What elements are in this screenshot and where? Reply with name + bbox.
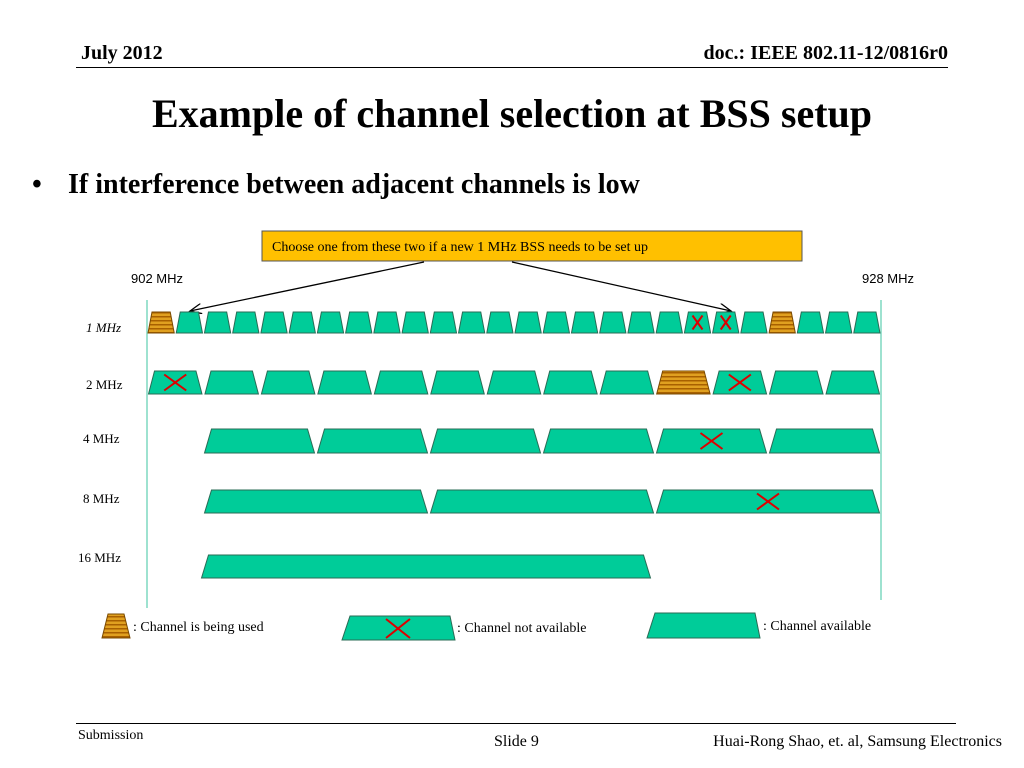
- channel-available: [740, 311, 768, 334]
- footer-submission: Submission: [78, 728, 144, 743]
- channel-available: [429, 311, 458, 334]
- channel-available: [203, 428, 316, 454]
- channel-available: [570, 311, 599, 334]
- channel-available: [316, 428, 429, 454]
- legend-cross-icon-stroke: [385, 618, 411, 639]
- callout-arrow-right: [511, 261, 731, 311]
- channel-available: [204, 370, 260, 395]
- channel-available: [825, 370, 881, 395]
- channel-available: [260, 370, 316, 395]
- row-label-4mhz: 4 MHz: [83, 431, 120, 446]
- channel-used: [656, 370, 711, 395]
- freq-end-label: 928 MHz: [862, 271, 914, 286]
- legend-available-label: : Channel available: [763, 619, 871, 634]
- legend-available-swatch: [646, 612, 761, 639]
- footer-slide-number: Slide 9: [494, 733, 539, 750]
- channel-available: [430, 370, 485, 395]
- channel-available: [543, 370, 598, 395]
- callout-box: [261, 230, 803, 262]
- bullet-item: • If interference between adjacent channe…: [32, 169, 640, 201]
- channel-available: [317, 370, 372, 395]
- header-date: July 2012: [81, 42, 163, 64]
- channel-available: [288, 311, 316, 334]
- channel-available: [175, 311, 204, 334]
- channel-available: [853, 311, 881, 334]
- channel-available: [627, 311, 655, 334]
- channel-available: [345, 311, 373, 334]
- channel-available: [796, 311, 825, 334]
- legend-used-swatch: [101, 613, 131, 639]
- freq-start-label: 902 MHz: [131, 271, 183, 286]
- channel-available: [429, 489, 655, 514]
- channel-available: [514, 311, 542, 334]
- callout-arrow-left: [190, 261, 425, 311]
- header-doc-id: doc.: IEEE 802.11-12/0816r0: [703, 42, 948, 64]
- legend-unavailable-label: : Channel not available: [457, 621, 586, 636]
- cross-icon-stroke: [719, 314, 732, 331]
- channel-available: [542, 428, 655, 454]
- row-label-1mhz: 1 MHz: [86, 320, 121, 335]
- channel-available: [457, 311, 486, 334]
- channel-rows: [147, 311, 881, 579]
- channel-used: [768, 311, 796, 334]
- row-label-16mhz: 16 MHz: [78, 550, 121, 565]
- row-label-2mhz: 2 MHz: [86, 377, 123, 392]
- channel-available: [768, 370, 824, 395]
- channel-available: [824, 311, 853, 334]
- bullet-text: If interference between adjacent channel…: [68, 169, 640, 200]
- channel-available: [200, 554, 652, 579]
- header-rule: [76, 67, 948, 68]
- cross-icon-stroke: [163, 373, 187, 392]
- footer-author: Huai-Rong Shao, et. al, Samsung Electron…: [713, 733, 1002, 750]
- cross-icon-stroke: [699, 432, 724, 450]
- bullet-dot: •: [32, 169, 42, 200]
- channel-available: [203, 311, 232, 334]
- cross-icon-stroke: [728, 373, 752, 392]
- cross-icon-stroke: [756, 492, 780, 511]
- channel-available: [316, 311, 345, 334]
- channel-available: [768, 428, 881, 454]
- cross-icon-stroke: [691, 314, 704, 331]
- channel-available: [260, 311, 288, 334]
- channel-available: [203, 489, 429, 514]
- channel-available: [401, 311, 429, 334]
- channel-available: [486, 370, 542, 395]
- row-label-8mhz: 8 MHz: [83, 491, 120, 506]
- legend: : Channel is being used : Channel not av…: [101, 612, 871, 641]
- channel-available: [373, 370, 429, 395]
- channel-available: [232, 311, 260, 334]
- channel-used: [147, 311, 175, 334]
- channel-available: [599, 370, 655, 395]
- channel-available: [429, 428, 542, 454]
- channel-available: [655, 311, 683, 334]
- channel-available: [542, 311, 571, 334]
- callout-text: Choose one from these two if a new 1 MHz…: [272, 240, 648, 255]
- channel-available: [599, 311, 627, 334]
- legend-used-label: : Channel is being used: [133, 620, 264, 635]
- channel-available: [486, 311, 514, 334]
- slide-title: Example of channel selection at BSS setu…: [151, 91, 873, 136]
- channel-available: [373, 311, 401, 334]
- footer-rule: [76, 723, 956, 724]
